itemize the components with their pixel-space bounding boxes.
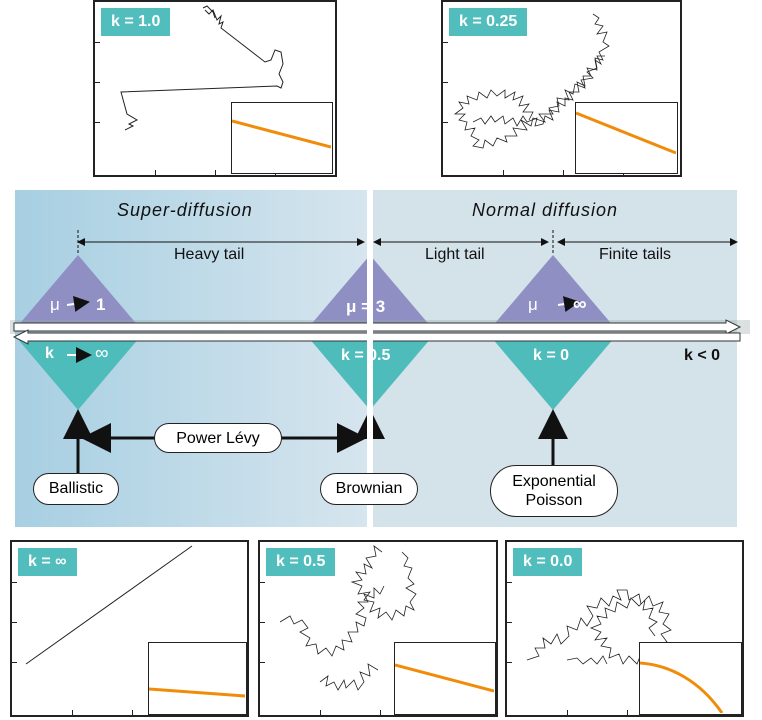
inset-line: [395, 663, 494, 693]
brownian-box: Brownian: [320, 473, 418, 505]
k-axis-arrow: [12, 329, 741, 345]
mu-triangle: [16, 255, 140, 328]
finite-tails-label: Finite tails: [599, 246, 672, 263]
inset-line: [232, 119, 331, 149]
mu-triangle: [491, 255, 615, 328]
k-badge: k = 0.5: [266, 548, 336, 576]
super-diffusion-title: Super-diffusion: [117, 200, 253, 220]
k-value: ∞: [95, 343, 109, 364]
mu-label-inf: μ ∞: [528, 294, 587, 315]
power-levy-box: Power Lévy: [154, 423, 282, 453]
random-walk-trajectory: [526, 589, 672, 665]
mu-symbol: μ: [528, 295, 538, 314]
exponential-label: Exponential: [512, 473, 596, 490]
mu-axis-arrow: [13, 319, 742, 335]
panel-k-1: k = 1.0: [93, 0, 337, 177]
random-walk-trajectory: [25, 545, 193, 665]
light-tail-label: Light tail: [425, 246, 485, 263]
inset-plot: [231, 102, 333, 174]
inset-line: [576, 111, 676, 155]
random-walk-trajectory: [453, 13, 610, 149]
inset-line: [640, 661, 724, 713]
mu-value: 1: [96, 295, 106, 314]
inset-plot: [575, 102, 678, 174]
k-label-05: k = 0.5: [341, 347, 391, 364]
inset-plot: [148, 642, 247, 715]
k-badge: k = 0.25: [449, 8, 528, 36]
inset-line: [149, 687, 245, 698]
mu-label-1: μ 1: [50, 295, 105, 315]
k-triangle: [16, 337, 140, 410]
k-label-negative: k < 0: [684, 347, 721, 364]
k-badge: k = ∞: [18, 548, 77, 576]
heavy-tail-label: Heavy tail: [174, 246, 245, 263]
random-walk-trajectory: [120, 5, 284, 131]
normal-diffusion-title: Normal diffusion: [472, 200, 619, 220]
k-badge: k = 1.0: [101, 8, 171, 36]
k-symbol: k: [45, 345, 54, 362]
panel-k-025: k = 0.25: [441, 0, 682, 177]
k-label-inf: k ∞: [45, 343, 109, 364]
panel-k-05: k = 0.5: [258, 540, 498, 717]
mu-symbol: μ: [50, 295, 60, 314]
mu-label-3: μ = 3: [346, 297, 386, 316]
mu-value: ∞: [573, 294, 587, 315]
inset-plot: [639, 642, 742, 715]
poisson-label: Poisson: [525, 492, 583, 509]
region-divider: [367, 190, 373, 527]
k-label-0: k = 0: [533, 347, 570, 364]
panel-k-inf: k = ∞: [10, 540, 249, 717]
random-walk-trajectory: [279, 545, 417, 691]
k-badge: k = 0.0: [513, 548, 583, 576]
panel-k-00: k = 0.0: [505, 540, 744, 717]
k-triangle: [491, 337, 615, 410]
ballistic-box: Ballistic: [33, 473, 119, 505]
exponential-poisson-box: Exponential Poisson: [490, 465, 618, 517]
inset-plot: [394, 642, 496, 715]
